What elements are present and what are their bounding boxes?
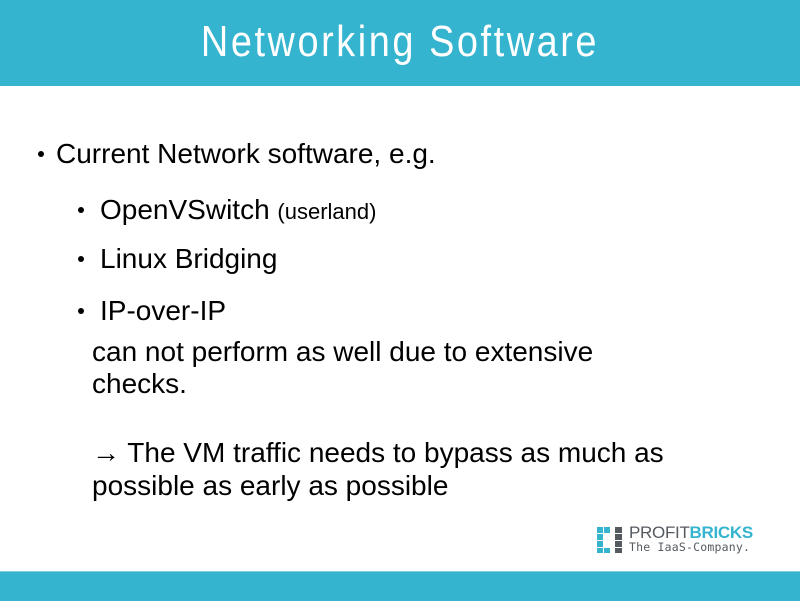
bullet-dot-icon [78,307,84,314]
sub-bullet-text: IP-over-IP [100,295,227,326]
logo-tagline: The IaaS-Company. [629,540,751,554]
logo-word-bricks: BRICKS [689,523,754,542]
paragraph-line-3: → The VM traffic needs to bypass as much… [92,437,664,469]
bullet-text: Current Network software, e.g. [56,138,436,169]
bullet-dot-icon [38,150,44,157]
sub-bullet-linux-bridging: Linux Bridging [78,241,277,277]
bullet-dot-icon [78,255,84,262]
paragraph-line-4: possible as early as possible [92,470,449,501]
logo-word-profit: PROFIT [629,523,690,542]
bullet-dot-icon [78,206,84,213]
paragraph-line-3-text: The VM traffic needs to bypass as much a… [127,437,664,468]
slide-title: Networking Software [200,17,600,66]
bullet-current-network-software: Current Network software, e.g. [38,136,436,172]
footer-bar [0,571,800,601]
sub-bullet-openvswitch: OpenVSwitch (userland) [78,192,376,230]
profitbricks-logo-icon [597,527,622,553]
sub-bullet-suffix: (userland) [277,199,377,224]
profitbricks-logo: PROFITBRICKS The IaaS-Company. [597,524,767,558]
paragraph-line-1: can not perform as well due to extensive [92,336,594,367]
sub-bullet-text: OpenVSwitch [100,194,270,225]
arrow-right-icon: → [92,437,120,468]
sub-bullet-text: Linux Bridging [100,243,278,274]
paragraph-line-2: checks. [92,368,187,399]
header-bar: Networking Software [0,0,800,86]
sub-bullet-ip-over-ip: IP-over-IP [78,293,226,329]
logo-wordmark: PROFITBRICKS [629,524,753,542]
